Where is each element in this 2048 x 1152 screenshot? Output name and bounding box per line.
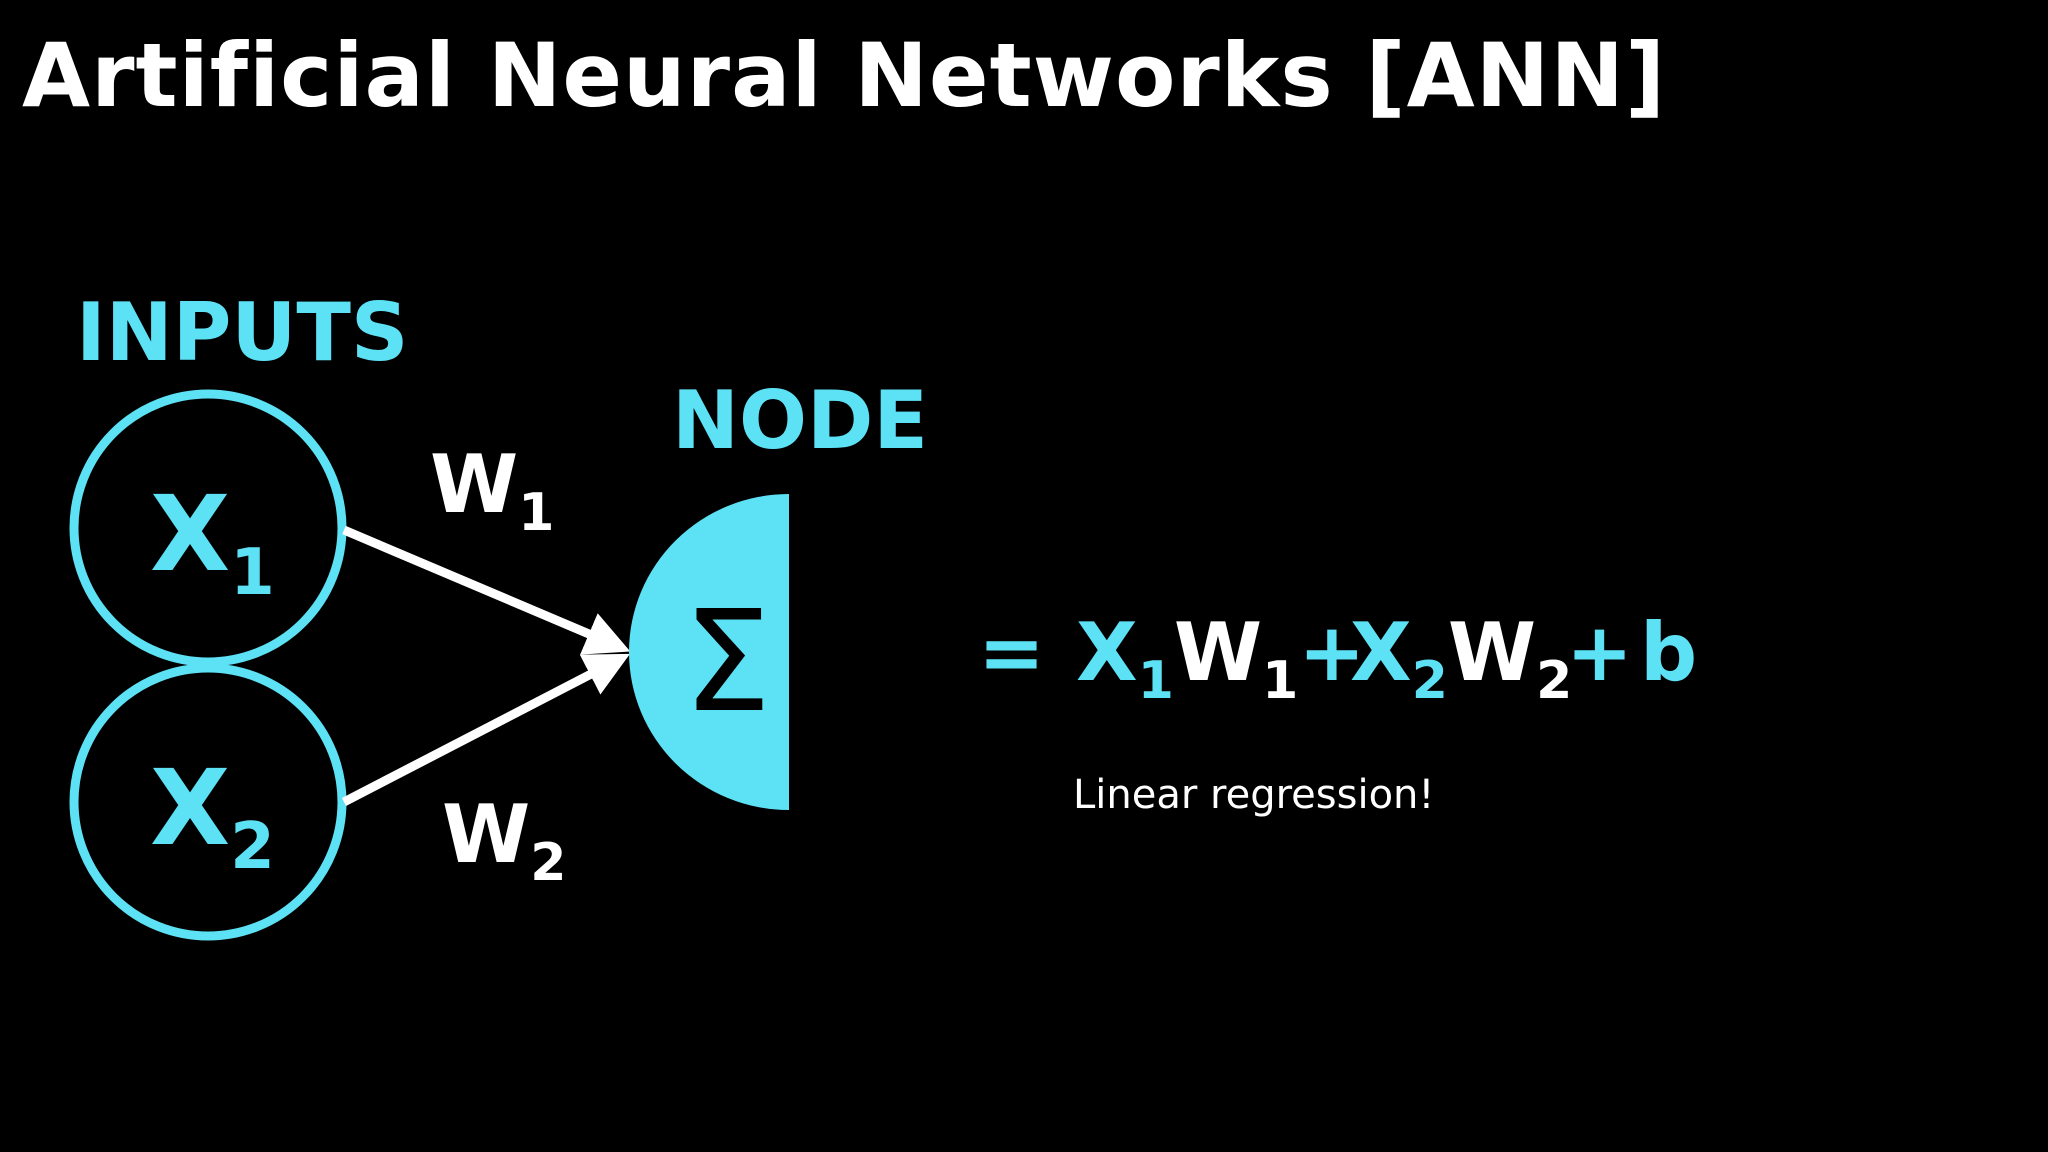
weight-w2-sub: 2 xyxy=(530,833,566,893)
input-node-x2 xyxy=(69,663,347,941)
equation-equals: = xyxy=(978,606,1045,699)
eq-term-w2-var: W xyxy=(1448,606,1536,699)
eq-term-x2-var: X xyxy=(1350,606,1412,699)
input-node-x2-label: X2 xyxy=(150,747,275,884)
sigma-icon: Σ xyxy=(683,581,771,744)
weight-arrow-2 xyxy=(341,653,630,806)
node-label: NODE xyxy=(672,374,928,467)
eq-term-b: b xyxy=(1640,606,1697,699)
linear-regression-note: Linear regression! xyxy=(1073,772,1435,818)
weight-arrow-1 xyxy=(342,525,631,655)
input-node-x1-label: X1 xyxy=(150,473,275,610)
eq-term-x2-sub: 2 xyxy=(1412,651,1448,711)
weight-w2-var: W xyxy=(442,788,530,881)
input-x1-sub: 1 xyxy=(230,536,275,610)
weight-w1-var: W xyxy=(430,438,518,531)
weight-w1-sub: 1 xyxy=(518,483,554,543)
input-x2-sub: 2 xyxy=(230,810,275,884)
input-x2-var: X xyxy=(150,747,230,869)
page-title: Artificial Neural Networks [ANN] xyxy=(22,24,1667,127)
eq-op-plus-1: + xyxy=(1298,606,1365,699)
input-x1-var: X xyxy=(150,473,230,595)
eq-term-w2-sub: 2 xyxy=(1536,651,1572,711)
equation: = X1W1+ X2W2 + b xyxy=(978,606,1697,711)
eq-term-x1-var: X xyxy=(1076,606,1138,699)
weight-label-w1: W1 xyxy=(430,438,554,543)
inputs-label: INPUTS xyxy=(76,286,409,379)
eq-op-plus-2: + xyxy=(1566,606,1633,699)
input-node-x1 xyxy=(69,389,347,667)
eq-term-w1-sub: 1 xyxy=(1262,651,1298,711)
eq-term-w1-var: W xyxy=(1174,606,1262,699)
eq-term-x1-sub: 1 xyxy=(1138,651,1174,711)
summation-node xyxy=(629,494,789,810)
weight-label-w2: W2 xyxy=(442,788,566,893)
